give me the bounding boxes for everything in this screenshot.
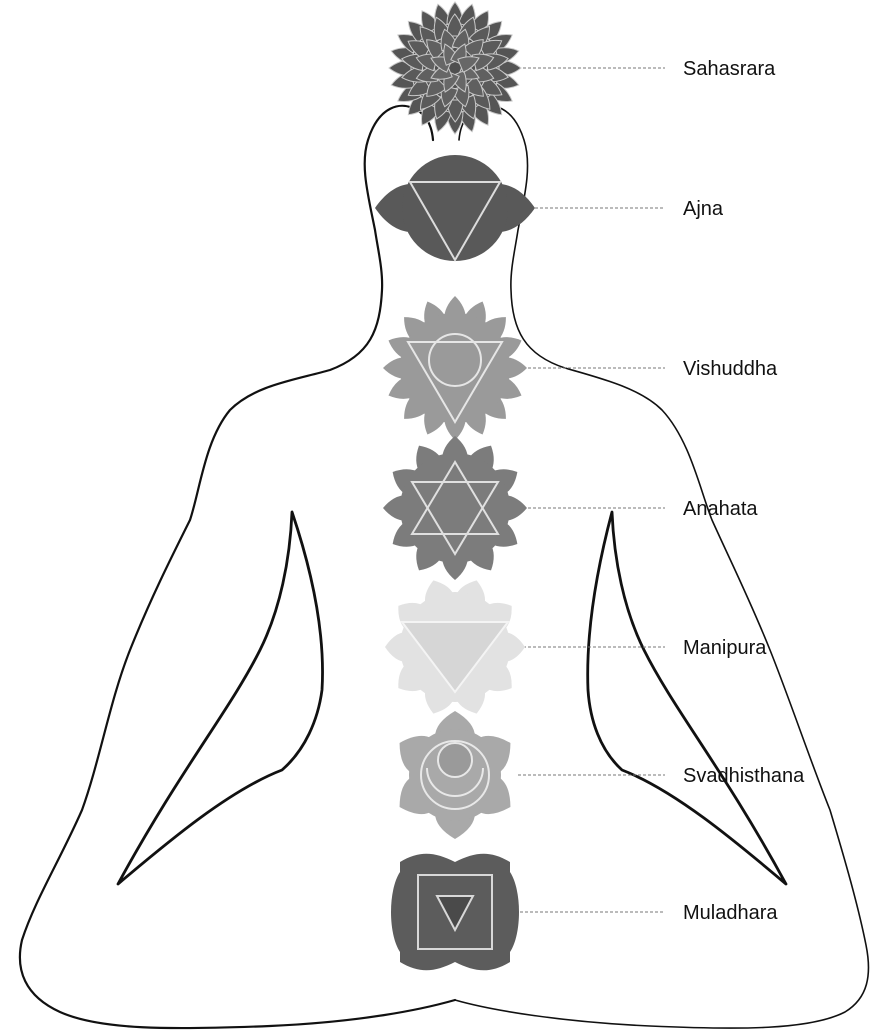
sahasrara-chakra-icon	[389, 2, 521, 134]
muladhara-chakra-icon	[391, 854, 519, 971]
leader-lines	[505, 68, 665, 912]
label-vishuddha: Vishuddha	[683, 358, 778, 380]
vishuddha-chakra-icon	[383, 296, 527, 440]
manipura-chakra-icon	[385, 580, 525, 713]
label-muladhara: Muladhara	[683, 902, 778, 924]
anahata-disc	[400, 453, 510, 563]
anahata-chakra-icon	[383, 436, 527, 580]
left-arm-inner	[118, 512, 323, 884]
svadhisthana-inner-circle	[438, 743, 472, 777]
label-sahasrara: Sahasrara	[683, 58, 776, 80]
label-manipura: Manipura	[683, 637, 767, 659]
sahasrara-petals	[389, 2, 521, 134]
label-ajna: Ajna	[683, 198, 724, 220]
label-svadhisthana: Svadhisthana	[683, 765, 805, 787]
vishuddha-disc	[400, 313, 510, 423]
body-silhouette-right	[455, 106, 868, 1028]
body-silhouette-left	[20, 106, 455, 1028]
ajna-circle	[402, 155, 508, 261]
svadhisthana-chakra-icon	[400, 711, 511, 839]
right-arm-inner	[588, 512, 786, 884]
label-anahata: Anahata	[683, 498, 758, 520]
ajna-chakra-icon	[375, 155, 535, 261]
